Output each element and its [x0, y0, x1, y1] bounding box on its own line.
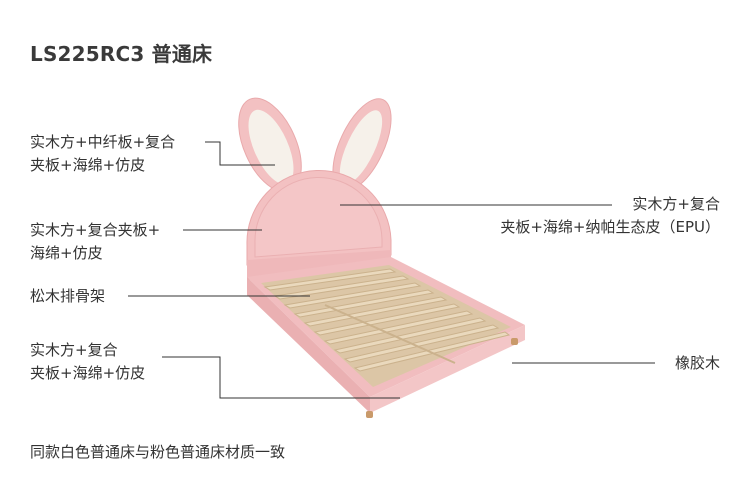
annotation-ears: 实木方+中纤板+复合 夹板+海绵+仿皮	[30, 131, 175, 177]
annotation-headboard-frame-line2: 海绵+仿皮	[30, 242, 160, 265]
annotation-headboard-frame: 实木方+复合夹板+ 海绵+仿皮	[30, 219, 160, 265]
annotation-slats: 松木排骨架	[30, 285, 105, 308]
annotation-slats-line1: 松木排骨架	[30, 285, 105, 308]
annotation-side-frame-line1: 实木方+复合	[30, 339, 145, 362]
footer-note: 同款白色普通床与粉色普通床材质一致	[30, 441, 285, 462]
annotation-side-frame-line2: 夹板+海绵+仿皮	[30, 362, 145, 385]
annotation-ears-line2: 夹板+海绵+仿皮	[30, 154, 175, 177]
annotation-legs-line1: 橡胶木	[675, 352, 720, 375]
annotation-headboard-front: 实木方+复合 夹板+海绵+纳帕生态皮（EPU）	[500, 193, 720, 239]
annotation-side-frame: 实木方+复合 夹板+海绵+仿皮	[30, 339, 145, 385]
annotation-headboard-front-line2: 夹板+海绵+纳帕生态皮（EPU）	[500, 216, 720, 239]
annotation-headboard-frame-line1: 实木方+复合夹板+	[30, 219, 160, 242]
annotation-headboard-front-line1: 实木方+复合	[500, 193, 720, 216]
annotation-ears-line1: 实木方+中纤板+复合	[30, 131, 175, 154]
annotation-legs: 橡胶木	[675, 352, 720, 375]
